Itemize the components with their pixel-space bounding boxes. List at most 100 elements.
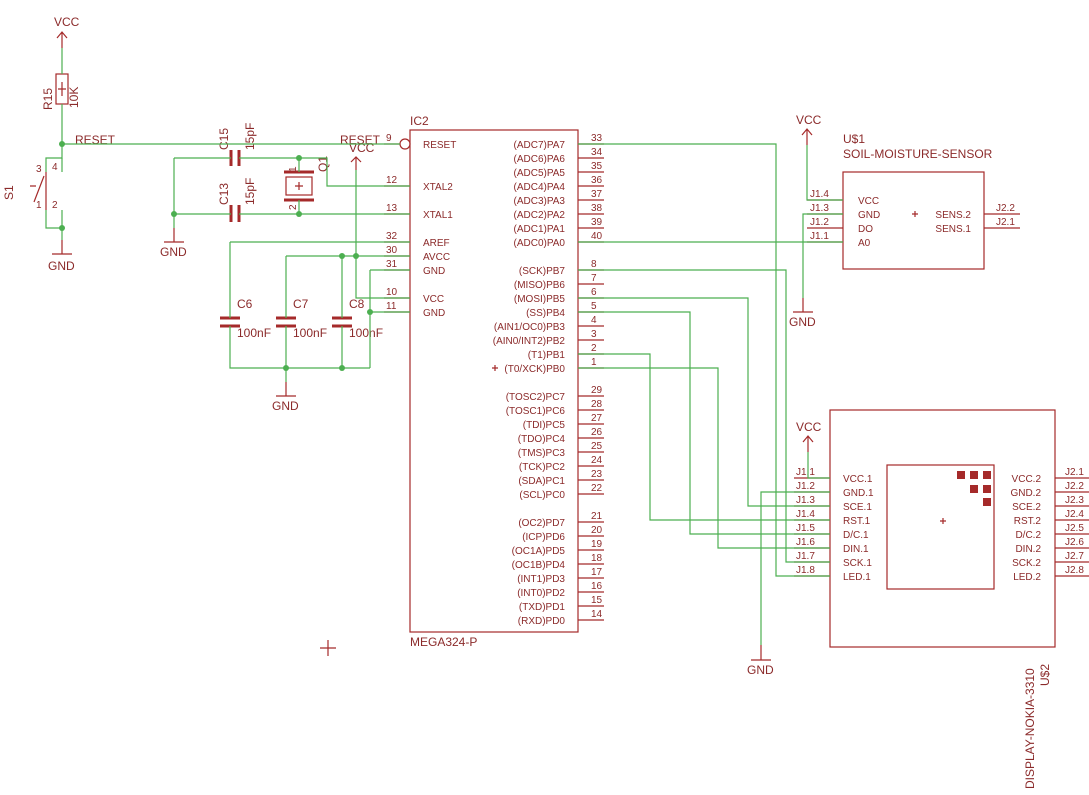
svg-text:15pF: 15pF — [243, 123, 257, 150]
svg-text:3: 3 — [36, 164, 42, 175]
display-pin-number: J2.2 — [1065, 481, 1084, 492]
ic2-pin-label: (OC1B)PD4 — [512, 560, 566, 571]
ic2-pin-label: (TOSC1)PC6 — [506, 406, 566, 417]
soil-moisture-sensor: U$1 SOIL-MOISTURE-SENSOR J1.4VCCJ1.3GNDJ… — [807, 132, 1020, 270]
ic2-pin-label: (TDO)PC4 — [518, 434, 566, 445]
display-pin-label: VCC.2 — [1012, 474, 1042, 485]
ic2-pin-label: XTAL1 — [423, 210, 453, 221]
svg-text:GND: GND — [789, 315, 816, 329]
ic2-origin-cross — [492, 365, 498, 371]
ic2-pin-label: (TMS)PC3 — [518, 448, 566, 459]
capacitor-c13: C13 15pF — [217, 178, 257, 222]
display-pin-number: J1.8 — [796, 565, 815, 576]
ic2-pin-label: RESET — [423, 140, 456, 151]
ic2-pin-label: GND — [423, 266, 445, 277]
svg-text:1: 1 — [288, 166, 299, 172]
svg-text:100nF: 100nF — [293, 326, 327, 340]
svg-text:GND: GND — [160, 245, 187, 259]
display-pin-label: SCE.2 — [1012, 502, 1041, 513]
ic2-pin-label: (SDA)PC1 — [518, 476, 565, 487]
ic2-pin-number: 26 — [591, 427, 603, 438]
ic2-pin-number: 1 — [591, 357, 597, 368]
svg-text:MEGA324-P: MEGA324-P — [410, 635, 477, 649]
ic2-pin-label: (SS)PB4 — [526, 308, 565, 319]
vcc-symbol-display: VCC — [796, 420, 822, 452]
svg-text:VCC: VCC — [54, 15, 80, 29]
ic2-pin-label: (ADC2)PA2 — [514, 210, 566, 221]
sensor-pin-label: DO — [858, 224, 873, 235]
ic2-pin-label: (SCL)PC0 — [519, 490, 565, 501]
resistor-r15: R15 10K — [41, 73, 81, 110]
ic2-pin-label: (MISO)PB6 — [514, 280, 566, 291]
svg-text:U$1: U$1 — [843, 132, 865, 146]
display-pin-number: J1.4 — [796, 509, 815, 520]
svg-text:S1: S1 — [2, 185, 16, 200]
display-pins: J1.1VCC.1J1.2GND.1J1.3SCE.1J1.4RST.1J1.5… — [794, 467, 1089, 583]
ic2-pin-label: (ADC0)PA0 — [514, 238, 566, 249]
ic2-pin-label: (OC2)PD7 — [518, 518, 565, 529]
ic2-pin-number: 30 — [386, 245, 398, 256]
svg-text:100nF: 100nF — [237, 326, 271, 340]
ic2-pin-number: 9 — [386, 133, 392, 144]
ic2-pin-number: 18 — [591, 553, 603, 564]
ic2-pin-label: (ICP)PD6 — [522, 532, 565, 543]
display-pin-label: DIN.1 — [843, 544, 869, 555]
sensor-pin-number: J1.2 — [810, 217, 829, 228]
display-pin-number: J2.1 — [1065, 467, 1084, 478]
ic2-pin-number: 36 — [591, 175, 603, 186]
ic2-pin-label: (TOSC2)PC7 — [506, 392, 566, 403]
display-pin-number: J1.1 — [796, 467, 815, 478]
display-pin-number: J2.5 — [1065, 523, 1084, 534]
ic2-pin-number: 12 — [386, 175, 398, 186]
svg-text:4: 4 — [52, 162, 58, 173]
ic2-pin-number: 21 — [591, 511, 603, 522]
ic2-pin-label: (SCK)PB7 — [519, 266, 566, 277]
svg-text:IC2: IC2 — [410, 114, 429, 128]
ic2-pin-label: XTAL2 — [423, 182, 453, 193]
svg-text:2: 2 — [288, 204, 299, 210]
gnd-symbol-xtal: GND — [160, 228, 187, 259]
ic2-pin-number: 13 — [386, 203, 398, 214]
display-pin-number: J2.6 — [1065, 537, 1084, 548]
svg-text:SOIL-MOISTURE-SENSOR: SOIL-MOISTURE-SENSOR — [843, 147, 993, 161]
ic2-pin-number: 3 — [591, 329, 597, 340]
svg-text:U$2: U$2 — [1038, 664, 1052, 686]
sensor-pin-number: J2.2 — [996, 203, 1015, 214]
display-pin-number: J1.7 — [796, 551, 815, 562]
svg-text:2: 2 — [52, 200, 58, 211]
ic2-pin-number: 5 — [591, 301, 597, 312]
ic2-pin-label: (T0/XCK)PB0 — [504, 364, 565, 375]
ic2-pin-number: 4 — [591, 315, 597, 326]
ic2-pin-label: (INT0)PD2 — [517, 588, 565, 599]
display-pin-label: LED.1 — [843, 572, 871, 583]
ic2-pin-number: 31 — [386, 259, 398, 270]
ic2-pin-label: AVCC — [423, 252, 450, 263]
vcc-symbol-sensor: VCC — [796, 113, 822, 145]
sensor-pin-number: J1.4 — [810, 189, 829, 200]
ic2-pin-number: 25 — [591, 441, 603, 452]
display-pin-number: J1.6 — [796, 537, 815, 548]
switch-s1: S1 3 4 1 2 — [2, 162, 58, 211]
gnd-symbol-caps: GND — [272, 382, 299, 413]
svg-text:C6: C6 — [237, 297, 253, 311]
capacitor-c6: C6 100nF — [220, 297, 271, 340]
svg-text:1: 1 — [36, 200, 42, 211]
svg-text:15pF: 15pF — [243, 178, 257, 205]
sensor-pin-number: J1.3 — [810, 203, 829, 214]
ic2-left-pins: 9RESET12XTAL213XTAL132AREF30AVCC31GND10V… — [384, 133, 456, 319]
ic2-pin-number: 35 — [591, 161, 603, 172]
svg-text:C15: C15 — [217, 128, 231, 150]
display-pin-label: GND.2 — [1010, 488, 1041, 499]
ic2-pin-label: VCC — [423, 294, 444, 305]
ic2-pin-label: (TXD)PD1 — [519, 602, 566, 613]
ic2-pin-label: (TDI)PC5 — [523, 420, 566, 431]
display-pin-label: SCE.1 — [843, 502, 872, 513]
ic2-pin-number: 16 — [591, 581, 603, 592]
ic2-pin-number: 34 — [591, 147, 603, 158]
ic2-pin-label: (T1)PB1 — [528, 350, 566, 361]
capacitor-c7: C7 100nF — [276, 297, 327, 340]
ic2-pin-number: 14 — [591, 609, 603, 620]
sensor-pin-number: J2.1 — [996, 217, 1015, 228]
